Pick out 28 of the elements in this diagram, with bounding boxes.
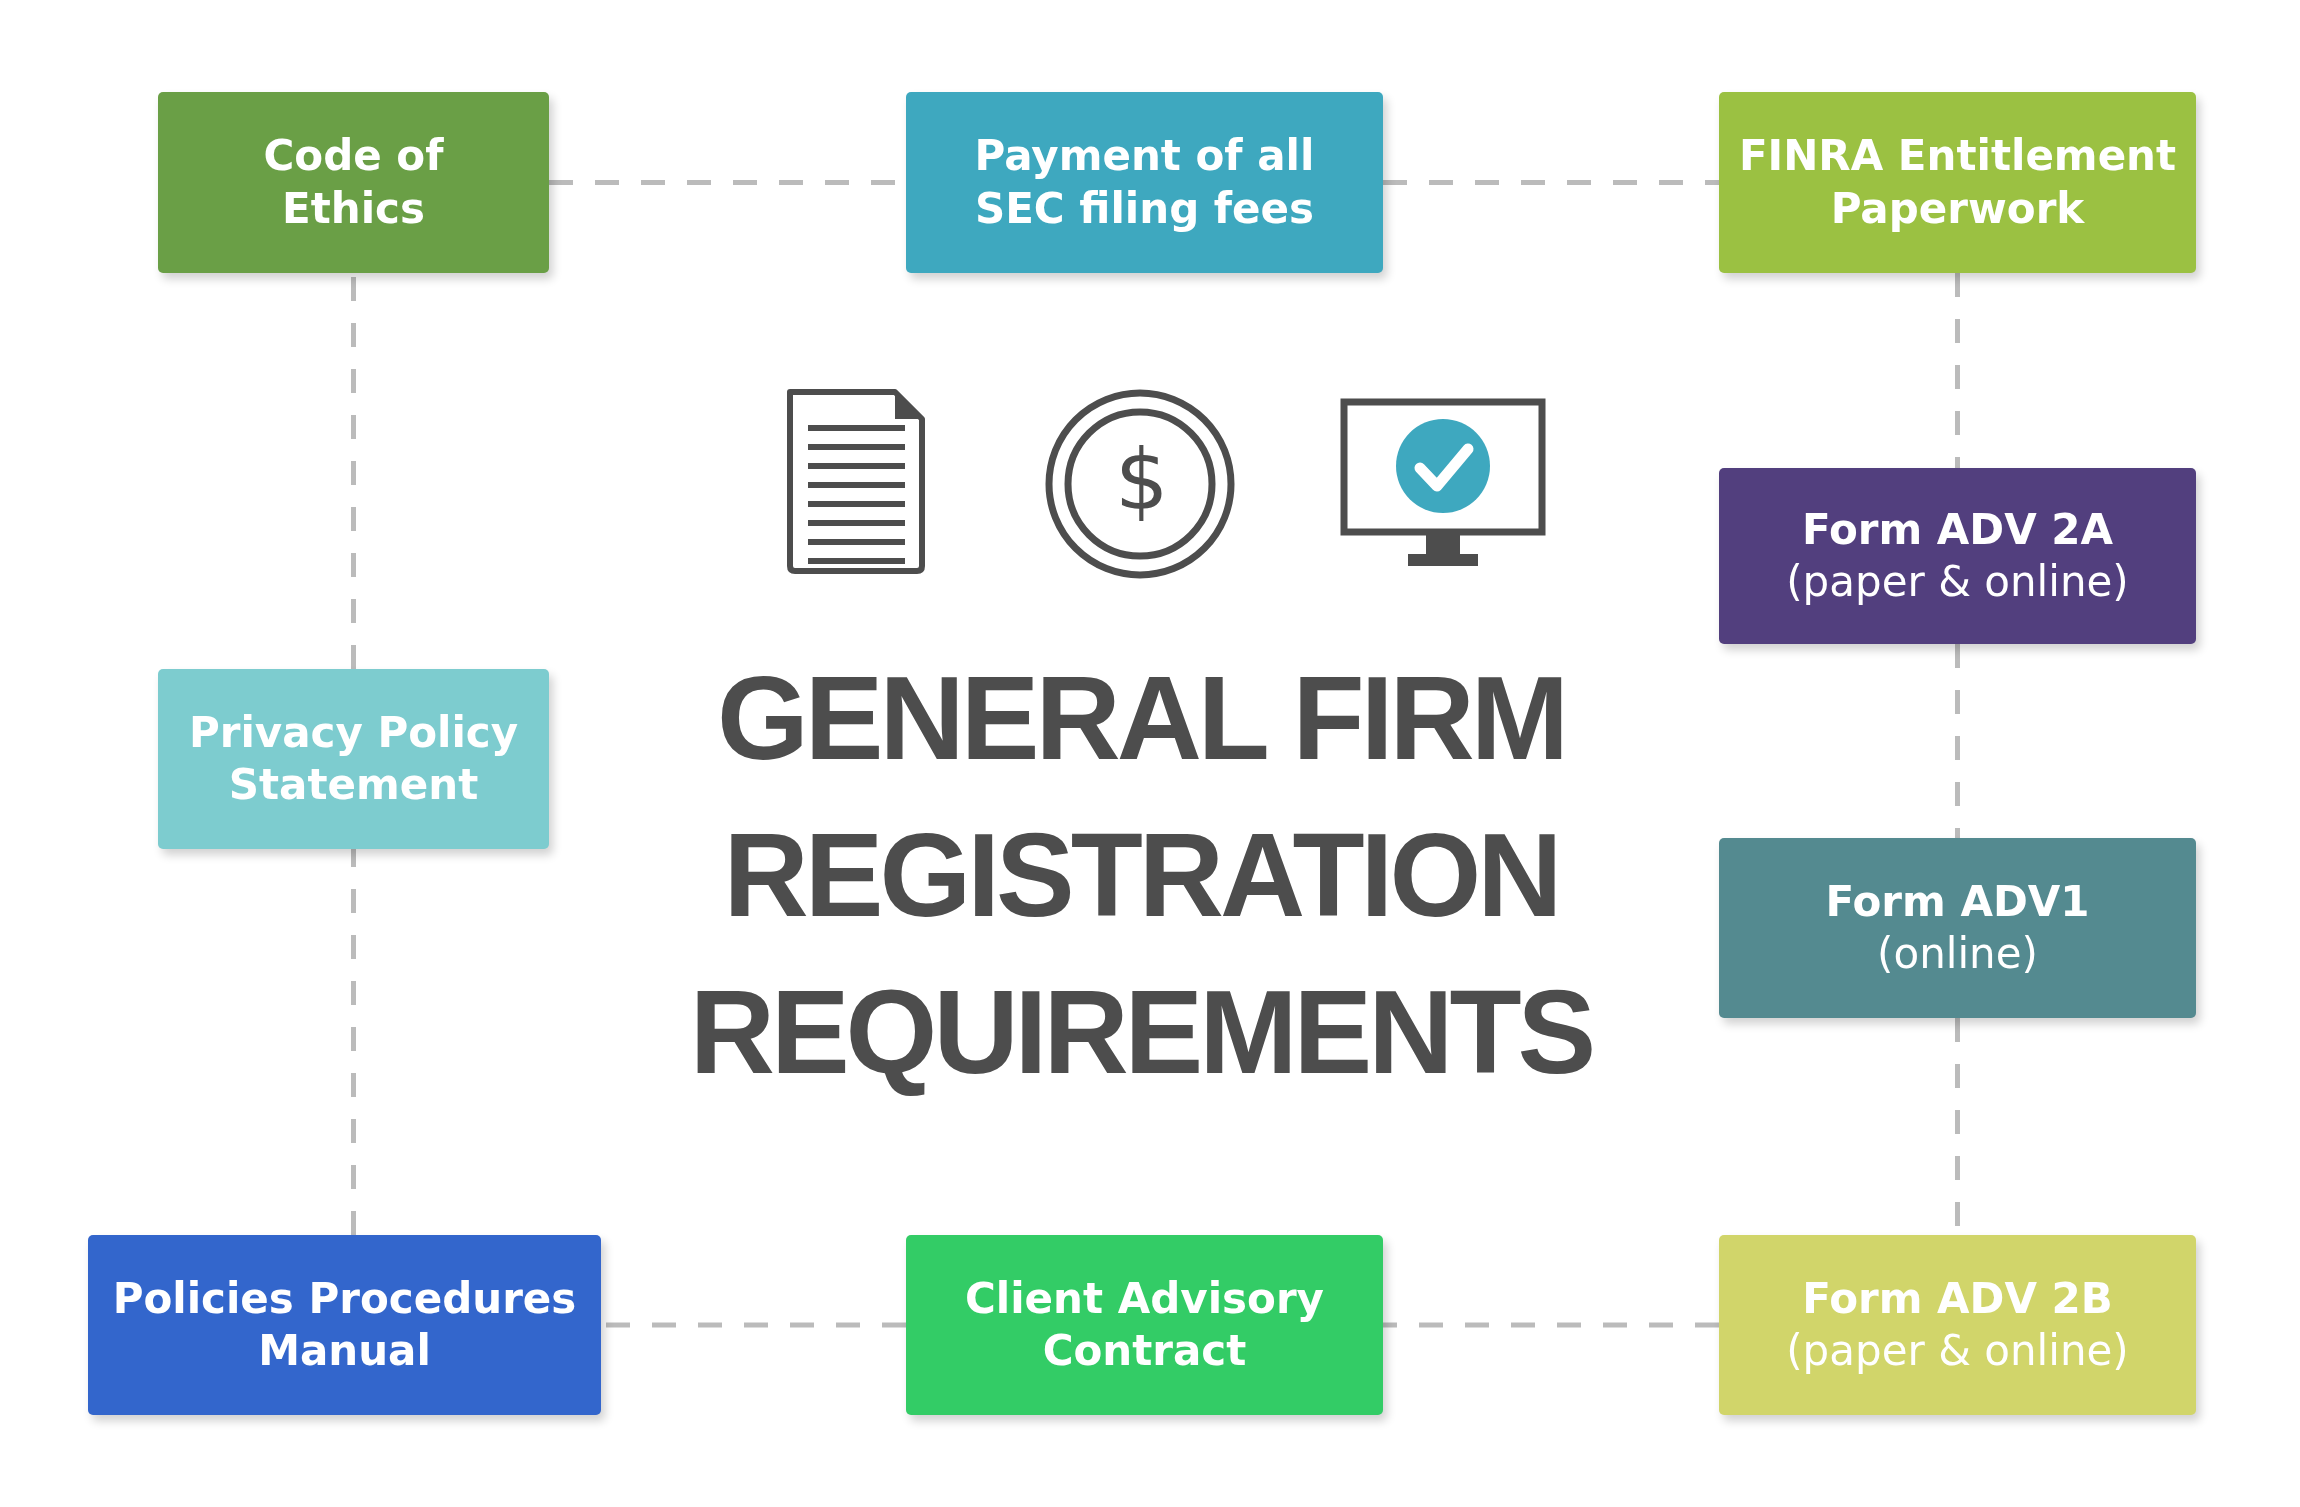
dashed-connector [351,849,356,1235]
dollar-sign: $ [1115,438,1169,522]
requirement-box [1719,92,2196,273]
box-sublabel: (paper & online) [1786,556,2129,608]
box-label: Form ADV 2A [1801,503,2114,556]
box-label: Client Advisory Contract [964,1272,1325,1377]
box-label: Form ADV 2B [1802,1272,2113,1325]
requirement-box [1719,838,2196,1018]
requirement-box [1719,1235,2196,1415]
requirement-box [88,1235,601,1415]
box-label: Policies Procedures Manual [111,1272,578,1377]
dashed-connector [1383,180,1719,185]
box-label: Privacy Policy Statement [187,706,520,811]
requirement-box [1719,468,2196,644]
requirement-box [906,92,1383,273]
diagram-title: GENERAL FIRM REGISTRATION REQUIREMENTS [688,651,1594,1100]
box-label: Payment of all SEC filing fees [973,130,1316,235]
requirement-box [158,669,549,849]
box-sublabel: (paper & online) [1786,1325,2129,1377]
requirement-box [906,1235,1383,1415]
dashed-connector [1383,1322,1719,1328]
dashed-connector [1955,273,1960,468]
requirement-box [158,92,549,273]
box-label: Form ADV1 [1825,875,2090,928]
box-label: Code of Ethics [262,130,445,235]
box-label: FINRA Entitlement Paperwork [1737,130,2178,235]
dashed-connector [1955,644,1960,838]
box-sublabel: (online) [1877,928,2038,980]
